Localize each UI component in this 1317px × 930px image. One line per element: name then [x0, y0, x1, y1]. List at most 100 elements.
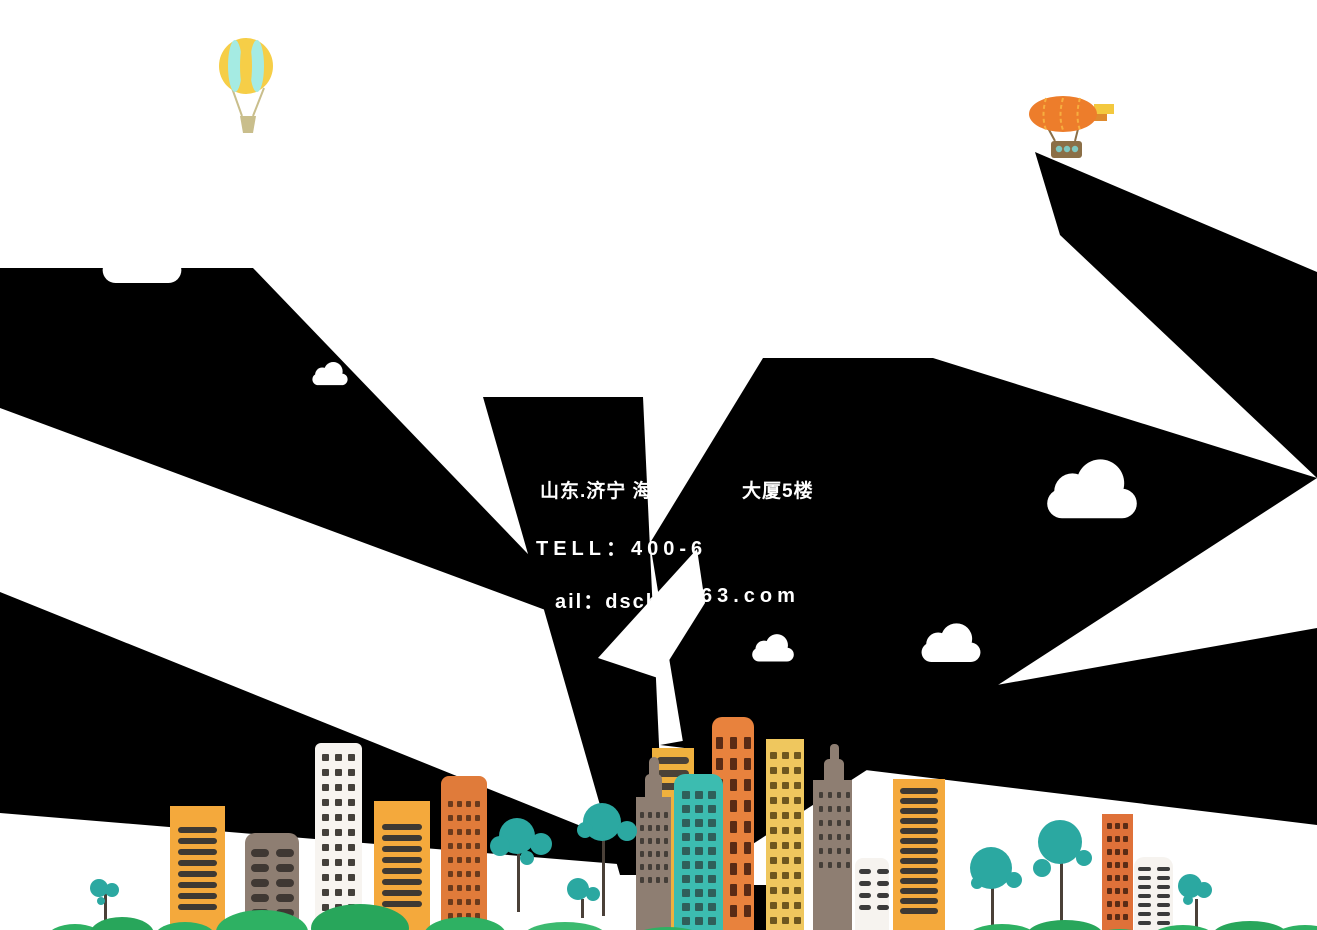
window: [859, 869, 871, 874]
window: [276, 849, 294, 857]
window-stripe: [900, 808, 938, 814]
bush: [1274, 925, 1317, 930]
window: [1115, 823, 1120, 829]
cloud-icon: [752, 634, 794, 662]
window: [656, 838, 660, 844]
window: [448, 913, 453, 919]
window-stripe: [900, 908, 938, 914]
window: [640, 851, 644, 857]
window: [448, 801, 453, 807]
contact-email-left: ail：dsch: [555, 591, 660, 613]
window: [457, 829, 462, 835]
window: [335, 769, 342, 776]
window: [837, 848, 841, 854]
window: [1115, 836, 1120, 842]
window: [819, 848, 823, 854]
window: [682, 875, 690, 883]
window: [448, 871, 453, 877]
window: [475, 829, 480, 835]
window: [682, 903, 690, 911]
window: [466, 913, 471, 919]
window: [877, 869, 889, 874]
window: [1107, 862, 1112, 868]
window: [348, 859, 355, 866]
window: [656, 825, 660, 831]
window: [335, 859, 342, 866]
window-stripe: [382, 901, 422, 907]
window: [770, 782, 777, 789]
window: [664, 851, 668, 857]
window: [1123, 901, 1128, 907]
window: [730, 758, 737, 770]
bush: [216, 910, 308, 930]
window-stripe: [382, 890, 422, 896]
window: [276, 894, 294, 902]
window-stripe: [178, 827, 217, 833]
window: [794, 917, 801, 924]
window: [664, 812, 668, 818]
window: [348, 784, 355, 791]
window: [730, 737, 737, 749]
window: [348, 769, 355, 776]
window: [782, 887, 789, 894]
window: [475, 885, 480, 891]
window: [782, 752, 789, 759]
window: [770, 887, 777, 894]
window: [475, 857, 480, 863]
window: [837, 820, 841, 826]
window: [770, 767, 777, 774]
window: [837, 834, 841, 840]
zeppelin-icon: [1029, 96, 1114, 158]
window: [1115, 875, 1120, 881]
building-white-tall: [315, 743, 362, 930]
window: [348, 829, 355, 836]
window: [859, 881, 871, 886]
window: [322, 859, 329, 866]
tree-canopy: [617, 821, 637, 841]
window: [819, 834, 823, 840]
window: [648, 851, 652, 857]
window: [1107, 823, 1112, 829]
window: [744, 758, 751, 770]
window: [664, 838, 668, 844]
building-orange-right: [1102, 814, 1133, 930]
window-stripe: [178, 893, 217, 899]
window: [466, 899, 471, 905]
window: [695, 861, 703, 869]
window: [1157, 876, 1170, 880]
window: [448, 899, 453, 905]
window: [348, 874, 355, 881]
contact-phone: TELL：400-6: [536, 538, 708, 560]
window: [794, 902, 801, 909]
window: [640, 825, 644, 831]
window: [846, 834, 850, 840]
window: [730, 884, 737, 896]
window: [782, 857, 789, 864]
window-stripe: [382, 857, 422, 863]
window: [744, 779, 751, 791]
window: [1138, 921, 1151, 925]
window: [794, 842, 801, 849]
window: [1138, 903, 1151, 907]
tree-canopy: [1006, 872, 1022, 888]
window: [648, 864, 652, 870]
window: [448, 815, 453, 821]
tree-trunk: [602, 840, 605, 916]
tree-canopy: [490, 836, 510, 856]
window: [770, 902, 777, 909]
window: [251, 864, 269, 872]
window: [322, 814, 329, 821]
tree-canopy: [90, 879, 108, 897]
window-stripe: [178, 849, 217, 855]
window: [664, 864, 668, 870]
building-white-small-1: [855, 858, 889, 930]
cloud-icon: [330, 599, 370, 626]
window: [837, 862, 841, 868]
window: [708, 833, 716, 841]
window-stripe: [900, 878, 938, 884]
window: [744, 737, 751, 749]
window: [448, 829, 453, 835]
window: [1157, 903, 1170, 907]
window-stripe: [900, 838, 938, 844]
